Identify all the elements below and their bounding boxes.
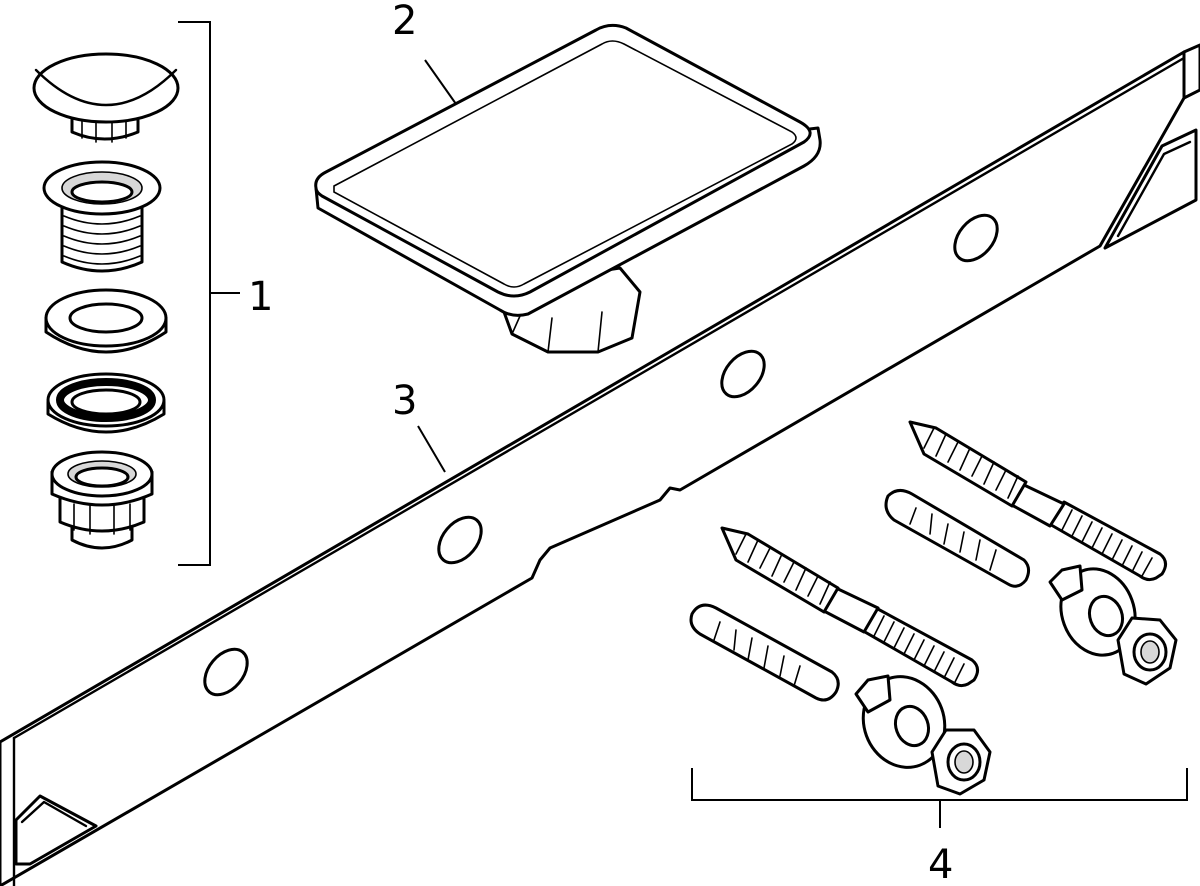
leader-part-3 [417,425,446,473]
wall-plug [689,603,840,702]
washer [854,674,947,769]
mounting-rail [0,43,1200,886]
cover-plate [314,23,822,354]
wall-plug [884,489,1031,588]
hex-nut [930,728,992,796]
rail-slot [203,647,249,697]
callout-label-3: 3 [392,378,417,424]
drain-threaded-body [42,160,162,273]
rail-slot [437,515,483,565]
rail-slot [953,213,999,263]
callout-label-4: 4 [928,842,953,886]
bracket-part-1 [178,21,211,566]
hex-nut [1116,616,1178,686]
rail-slot [720,349,766,399]
drain-cap [32,52,180,143]
drain-set [32,52,180,550]
drain-flat-washer [44,288,168,354]
drain-seal-ring [46,372,166,434]
callout-label-2: 2 [392,0,417,44]
fixing-set [689,420,1178,796]
callout-lines [178,21,1188,828]
hanger-bolt [908,420,1167,582]
washer [1048,564,1137,657]
callout-label-1: 1 [248,274,273,320]
hanger-bolt [720,526,979,688]
leader-part-2 [424,59,457,105]
drain-nut [50,450,154,550]
